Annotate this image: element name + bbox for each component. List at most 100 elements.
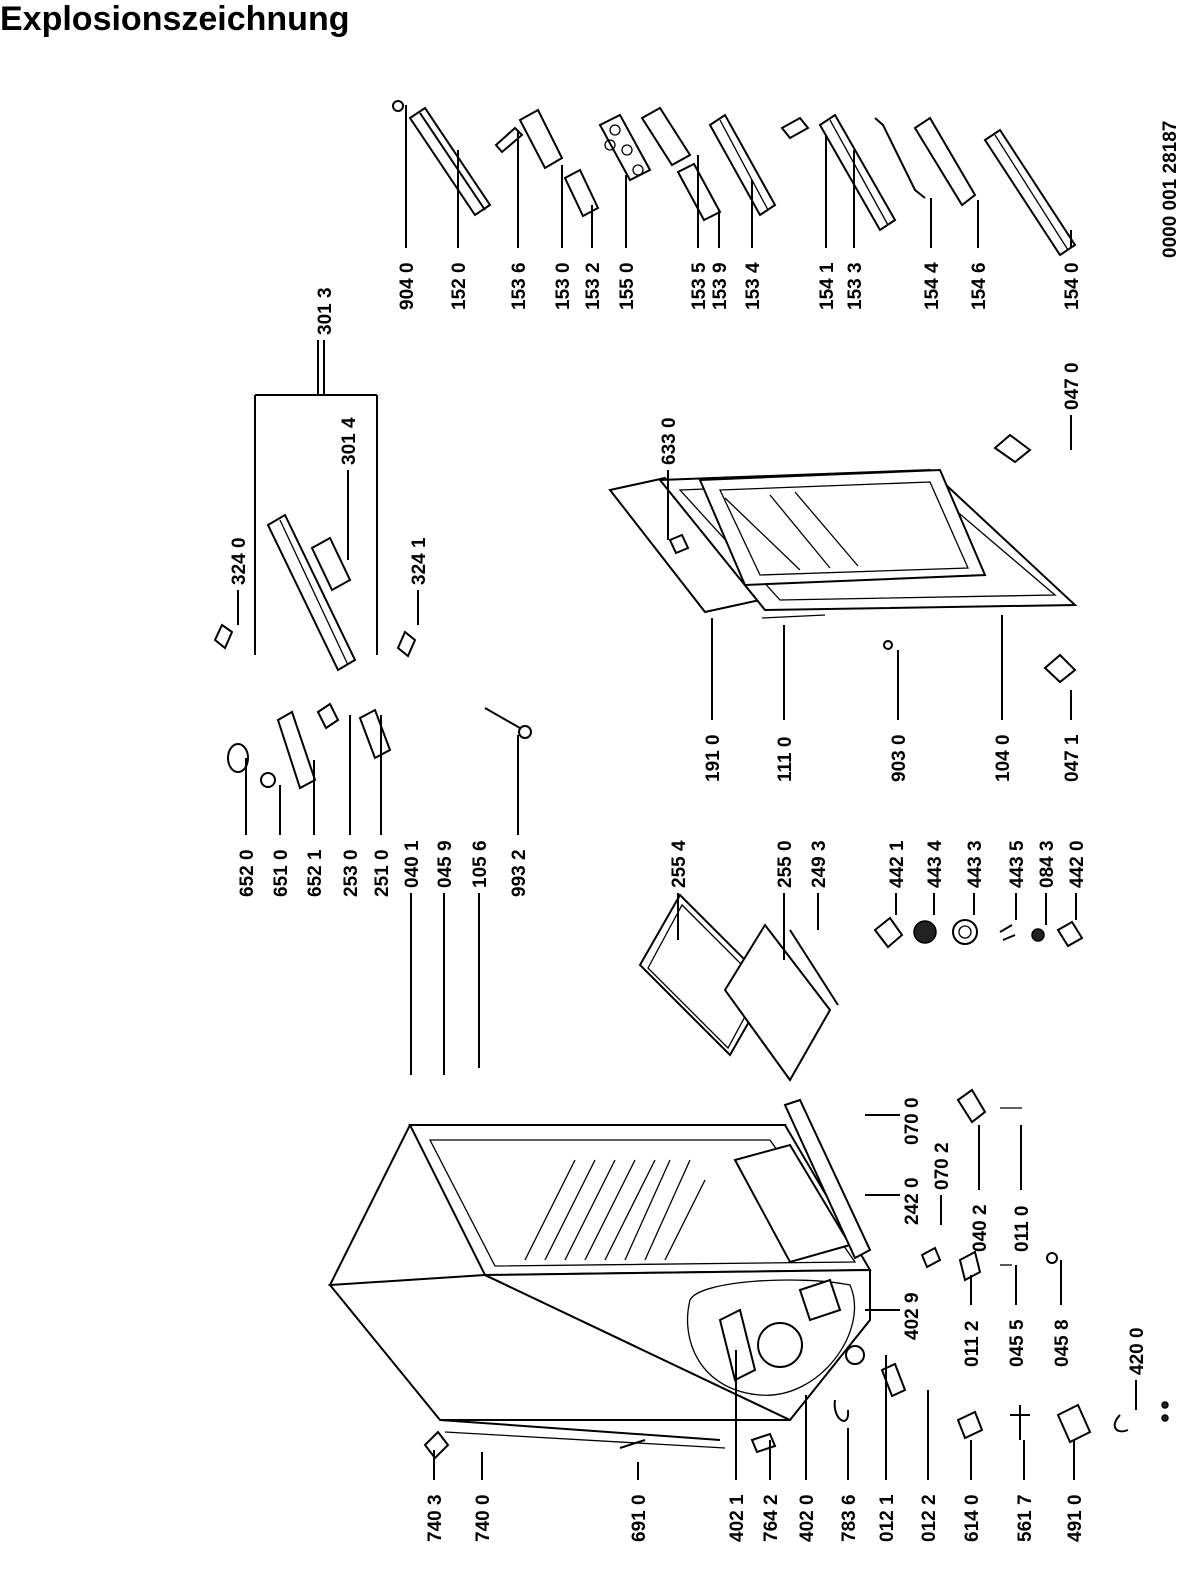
part-number-label: 152 0 — [449, 262, 470, 310]
part-number-label: 105 6 — [470, 840, 491, 888]
part-number-label: 191 0 — [703, 734, 724, 782]
light-cover-301-4 — [310, 536, 352, 592]
holder-153-2 — [563, 168, 600, 218]
sensor-993-2 — [484, 707, 532, 739]
clip-154-1 — [780, 116, 810, 140]
hinge-047-0 — [993, 433, 1032, 464]
part-number-label: 045 9 — [435, 840, 456, 888]
part-number-label: 993 2 — [509, 849, 530, 897]
glass-shelf-255-0 — [723, 923, 832, 1082]
part-number-label: 443 4 — [925, 840, 946, 888]
part-number-label: 153 6 — [509, 262, 530, 310]
part-number-label: 154 6 — [969, 262, 990, 310]
cover-251-0 — [358, 708, 392, 760]
freezer-door — [608, 468, 1078, 614]
part-number-label: 084 3 — [1037, 840, 1058, 888]
part-number-label: 047 0 — [1062, 362, 1083, 410]
bracket-324-0 — [213, 623, 234, 650]
clip-153-6 — [494, 126, 524, 154]
part-number-label: 402 1 — [727, 1494, 748, 1542]
bracket-324-1 — [396, 630, 417, 658]
part-number-label: 255 0 — [775, 840, 796, 888]
part-number-label: 154 0 — [1062, 262, 1083, 310]
part-number-label: 904 0 — [397, 262, 418, 310]
part-number-label: 255 4 — [669, 840, 690, 888]
part-number-label: 153 3 — [845, 262, 866, 310]
part-number-label: 764 2 — [761, 1494, 782, 1542]
part-number-label: 251 0 — [372, 849, 393, 897]
part-number-label: 153 0 — [553, 262, 574, 310]
handle-633-0 — [668, 533, 690, 555]
part-number-label: 012 2 — [919, 1494, 940, 1542]
part-number-label: 045 5 — [1007, 1319, 1028, 1367]
part-number-label: 402 0 — [797, 1494, 818, 1542]
part-number-label: 651 0 — [271, 849, 292, 897]
part-number-label: 111 0 — [775, 737, 796, 782]
part-number-label: 153 9 — [710, 262, 731, 310]
part-number-label: 154 1 — [817, 262, 838, 310]
part-number-label: 153 5 — [689, 262, 710, 310]
part-number-label: 040 1 — [402, 840, 423, 888]
part-number-label: 324 0 — [229, 537, 250, 585]
part-number-label: 561 7 — [1015, 1494, 1036, 1542]
shelf-trim-249-3 — [789, 929, 839, 1006]
small-parts — [423, 1088, 1169, 1460]
rail-154-4 — [874, 117, 926, 199]
part-number-label: 045 8 — [1052, 1319, 1073, 1367]
cover-154-6 — [913, 116, 977, 207]
part-number-label: 402 9 — [902, 1292, 923, 1340]
door-shelf-152-0 — [408, 106, 492, 217]
part-number-label: 740 3 — [425, 1494, 446, 1542]
part-number-label: 442 1 — [887, 840, 908, 888]
part-number-label: 420 0 — [1127, 1327, 1148, 1375]
fan-parts — [873, 916, 1084, 949]
hinge-047-1 — [1043, 653, 1077, 684]
knob-651-0 — [260, 772, 276, 788]
door-shelf-154-0 — [983, 128, 1077, 257]
page-title: Explosionszeichnung — [0, 0, 350, 38]
part-number-label: 633 0 — [659, 417, 680, 465]
part-number-label: 047 1 — [1062, 734, 1083, 782]
part-number-label: 301 3 — [315, 287, 336, 335]
part-number-label: 011 2 — [962, 1321, 983, 1368]
lamp-holder-652-1 — [276, 710, 317, 790]
part-number-label: 070 2 — [932, 1142, 953, 1190]
part-number-label: 153 4 — [743, 262, 764, 310]
part-number-label: 253 0 — [341, 849, 362, 897]
part-number-label: 324 1 — [409, 537, 430, 585]
hinge-111-0 — [761, 614, 826, 619]
cabinet-body — [327, 1098, 872, 1449]
container-153-5 — [640, 106, 692, 167]
part-number-label: 301 4 — [339, 417, 360, 465]
part-number-label: 104 0 — [993, 734, 1014, 782]
part-number-label: 652 0 — [237, 849, 258, 897]
part-number-label: 652 1 — [305, 849, 326, 897]
screw-903-0 — [883, 640, 893, 650]
part-number-label: 070 0 — [902, 1097, 923, 1145]
part-number-label: 443 3 — [965, 840, 986, 888]
part-number-label: 442 0 — [1067, 840, 1088, 888]
shelf-153-4 — [708, 113, 777, 217]
part-number-label: 249 3 — [809, 840, 830, 888]
part-number-label: 040 2 — [970, 1204, 991, 1252]
part-number-label: 491 0 — [1065, 1494, 1086, 1542]
part-number-label: 242 0 — [902, 1177, 923, 1225]
part-number-label: 154 4 — [922, 262, 943, 310]
part-number-label: 903 0 — [889, 734, 910, 782]
bottle-holder-153-0 — [518, 108, 564, 170]
part-number-label: 153 2 — [583, 262, 604, 310]
document-number: 0000 001 28187 — [1160, 121, 1181, 258]
part-number-label: 740 0 — [473, 1494, 494, 1542]
egg-tray-155-0 — [598, 113, 652, 182]
part-number-label: 443 5 — [1007, 840, 1028, 888]
shelf-153-3 — [818, 113, 897, 232]
screw-904-0 — [392, 100, 404, 112]
part-number-label: 783 6 — [839, 1494, 860, 1542]
part-number-label: 012 1 — [877, 1494, 898, 1542]
bracket-301-3 — [254, 340, 378, 655]
part-number-label: 155 0 — [617, 262, 638, 310]
part-number-label: 614 0 — [962, 1494, 983, 1542]
control-panel — [266, 513, 357, 672]
